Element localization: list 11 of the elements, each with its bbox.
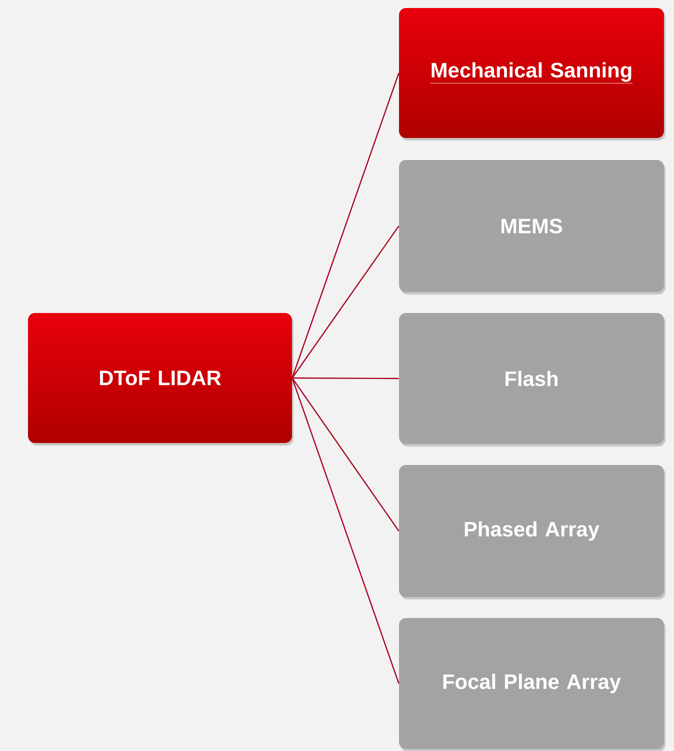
category-box: Focal Plane Array [399,618,666,751]
category-box: Phased Array [399,465,666,600]
category-box: Flash [399,313,666,446]
connector-line [292,378,400,684]
highlighted-box: DToF LIDAR [28,313,294,446]
connector-line [292,226,400,378]
highlighted-box: Mechanical Sanning [399,8,666,140]
category-box: MEMS [399,160,666,294]
connector-line [292,377,399,380]
connector-line [292,378,400,532]
connector-line [292,72,400,378]
